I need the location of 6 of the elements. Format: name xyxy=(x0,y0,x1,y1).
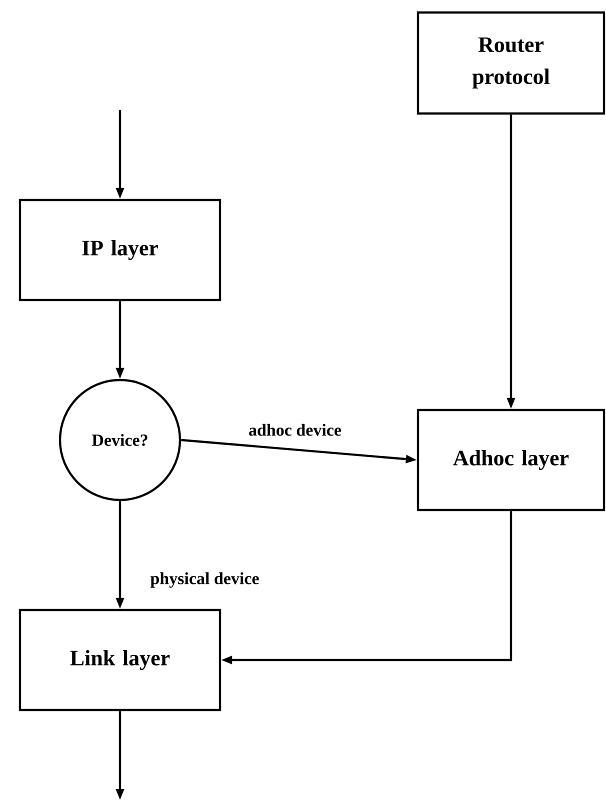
edge-label: adhoc device xyxy=(246,422,344,438)
process-box: Link layer xyxy=(18,608,222,712)
edge-label: physical device xyxy=(148,570,262,590)
process-box: IP layer xyxy=(18,198,222,302)
process-box: Adhoc layer xyxy=(416,408,606,512)
process-box: Router protocol xyxy=(416,11,606,115)
